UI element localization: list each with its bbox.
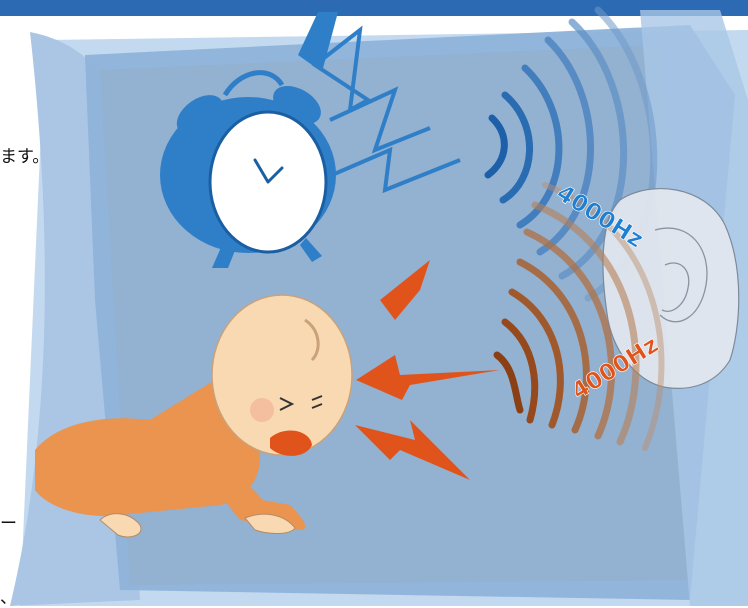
cropped-text-fragment: 、 [0, 590, 17, 607]
cropped-text-fragment: ー [0, 516, 17, 533]
cropped-text-fragment: ます。 [0, 149, 49, 166]
